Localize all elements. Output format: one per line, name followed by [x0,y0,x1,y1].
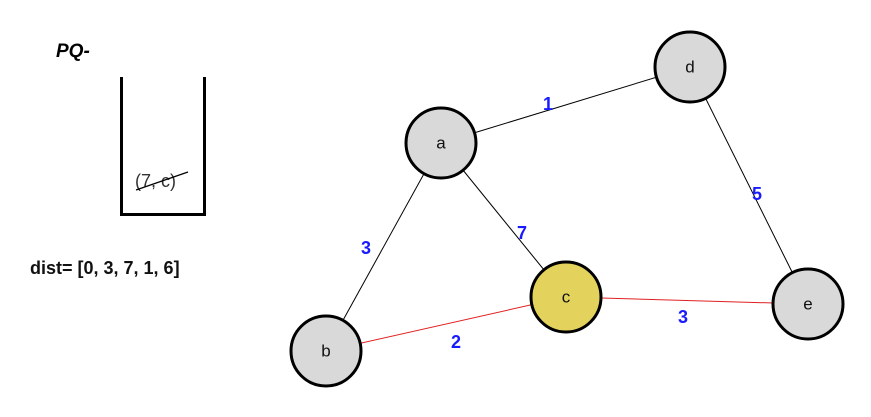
edge-weight-a-b: 3 [361,238,371,258]
dist-array: dist= [0, 3, 7, 1, 6] [30,258,180,278]
edge-weight-d-e: 5 [752,184,762,204]
node-circle-d [653,30,727,104]
node-c: c [529,260,603,334]
node-b: b [289,314,363,388]
priority-queue-container [120,77,206,216]
node-label-d: d [685,57,694,76]
node-label-b: b [321,341,330,360]
node-e: e [771,267,845,341]
edge-weight-a-d: 1 [543,94,553,114]
node-label-a: a [436,133,446,152]
node-circle-a [404,106,478,180]
node-a: a [404,106,478,180]
edge-d-e [689,66,809,305]
edge-weight-a-c: 7 [517,223,527,243]
node-d: d [653,30,727,104]
node-label-c: c [562,287,571,306]
edge-b-c [325,296,567,352]
nodes-layer: a b c d e [289,30,845,388]
pq-title: PQ- [56,41,90,62]
node-circle-c [529,260,603,334]
node-circle-b [289,314,363,388]
node-label-e: e [803,294,812,313]
edge-weight-b-c: 2 [451,332,461,352]
edge-a-b [325,142,442,352]
weights-layer: 1 3 7 5 2 3 [361,94,762,352]
edge-c-e [565,296,809,305]
node-circle-e [771,267,845,341]
edge-a-d [440,66,691,144]
edge-weight-c-e: 3 [678,307,688,327]
